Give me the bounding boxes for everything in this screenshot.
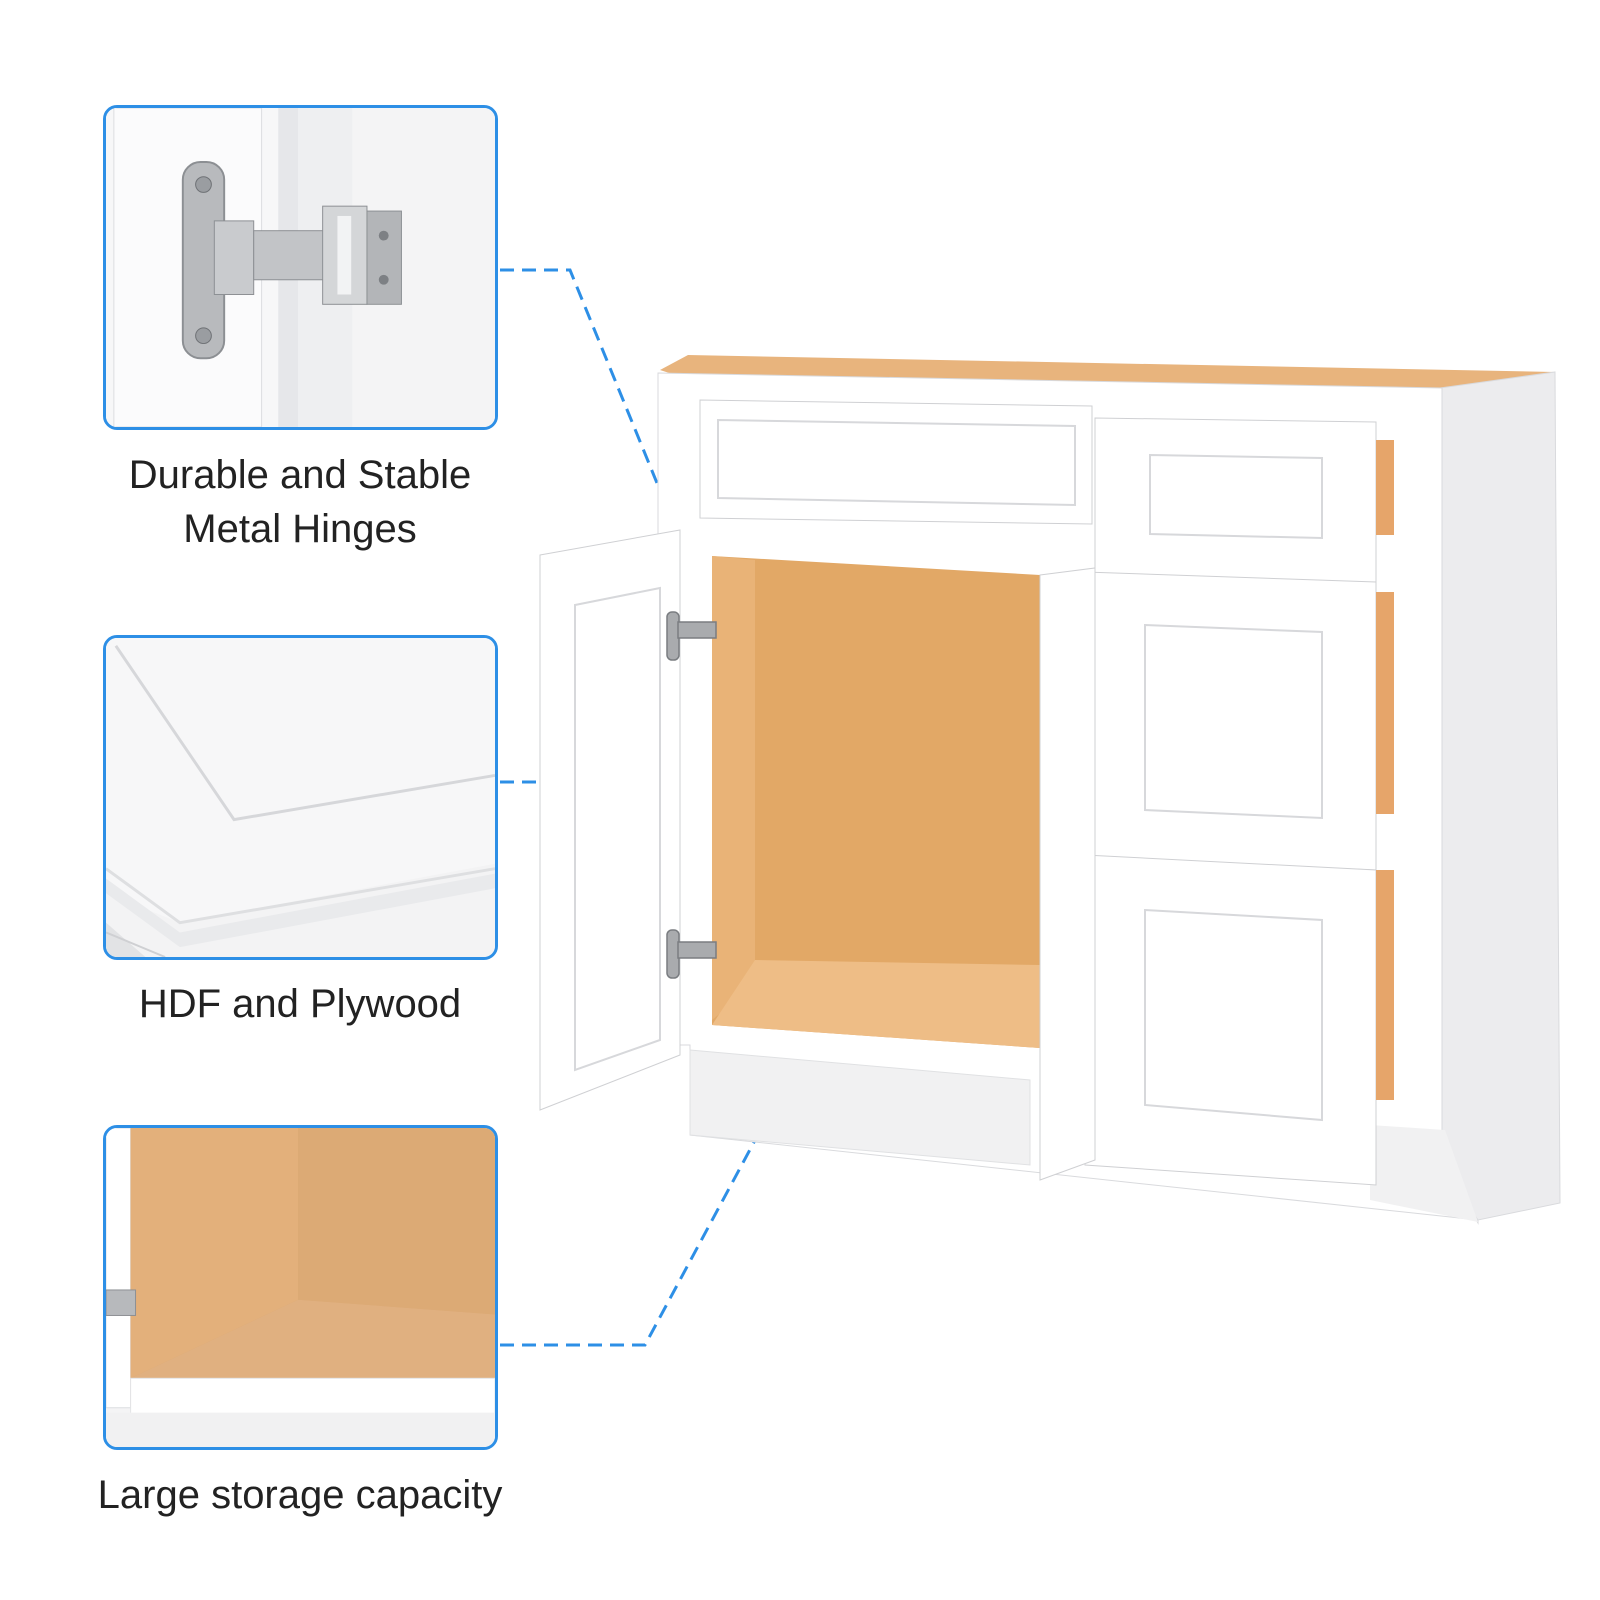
caption-hdf-plywood: HDF and Plywood: [40, 977, 560, 1031]
caption-hinges: Durable and Stable Metal Hinges: [40, 448, 560, 556]
cabinet-interior-photo: [106, 1128, 495, 1447]
hdf-detail-panel: [103, 635, 498, 960]
hinge-icon: [666, 611, 717, 979]
bottom-drawer-front: [1084, 854, 1377, 1186]
storage-detail-panel: [103, 1125, 498, 1450]
cabinet-side-panel: [1439, 371, 1561, 1221]
caption-hdf-line1: HDF and Plywood: [138, 982, 462, 1026]
hinge-detail-panel: [103, 105, 498, 430]
caption-storage: Large storage capacity: [40, 1468, 560, 1522]
cabinet-interior: [712, 556, 1040, 1048]
top-drawer-front: [1094, 417, 1377, 587]
caption-hinges-line2: Metal Hinges: [183, 507, 417, 551]
middle-drawer-front: [1084, 571, 1377, 871]
false-drawer-front: [699, 399, 1093, 525]
panel-edge-detail-photo: [106, 638, 495, 957]
caption-hinges-line1: Durable and Stable: [128, 453, 472, 497]
vanity-cabinet-image: [539, 355, 1561, 1225]
caption-storage-line1: Large storage capacity: [97, 1473, 503, 1517]
right-door: [1039, 567, 1096, 1181]
hinge-detail-photo: [106, 108, 495, 427]
